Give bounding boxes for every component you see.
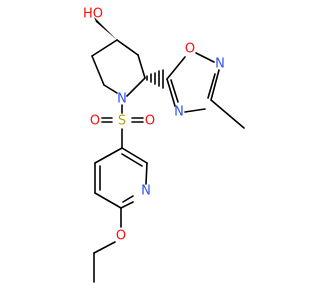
bond-py-c2-c3-double <box>121 153 143 167</box>
hash-bond-c6-oxadiazole <box>146 69 164 89</box>
atom-labels: HO N S O O O N N N O <box>83 7 225 244</box>
bond-py-c6-n-double <box>122 195 134 203</box>
oxadiazole-oxygen-label: O <box>185 42 195 57</box>
pyridine-nitrogen-label: N <box>141 184 151 199</box>
molecule-structure: HO N S O O O N N N O <box>0 0 300 300</box>
bond-n4-c5ox <box>166 78 176 107</box>
oxadiazole-nitrogen-top-label: N <box>215 57 225 72</box>
sulfur-label: S <box>118 114 126 129</box>
bond-c4-c5 <box>116 39 139 56</box>
pyrrolidine-nitrogen-label: N <box>117 92 127 107</box>
bond-py-c2-c3 <box>121 147 148 164</box>
bond-py-c3-c4 <box>94 147 123 164</box>
oxadiazole-nitrogen-bottom-label: N <box>174 105 184 120</box>
bond-o1-n2 <box>195 52 215 63</box>
sulfonyl-oxygen-left-label: O <box>90 114 100 129</box>
bond-c2-n1 <box>103 84 118 94</box>
bond-c3-n4 <box>184 108 206 113</box>
bond-py-c6-n <box>120 201 134 209</box>
sulfonyl-oxygen-right-label: O <box>145 114 155 129</box>
bond-c5-c6 <box>137 54 146 79</box>
bond-py-c5-c6 <box>94 192 122 209</box>
bond-c4-c3 <box>91 39 118 57</box>
bond-py-n-c2 <box>145 162 148 185</box>
bond-n2-c3-double <box>207 73 216 99</box>
bond-o-ch2 <box>93 241 116 254</box>
bond-layer <box>91 17 245 283</box>
ether-oxygen-label: O <box>116 229 126 244</box>
bond-c3-methyl <box>210 99 245 129</box>
bond-c3-c2 <box>91 55 105 86</box>
bond-c6-n1 <box>126 77 146 97</box>
bond-c5ox-o1 <box>166 56 186 80</box>
hydroxyl-label: HO <box>83 7 103 22</box>
canvas-background <box>0 0 300 300</box>
bond-n2-c3 <box>210 69 220 101</box>
bond-n4-c5ox-double <box>170 79 179 103</box>
wedge-bond-oh <box>94 17 117 40</box>
